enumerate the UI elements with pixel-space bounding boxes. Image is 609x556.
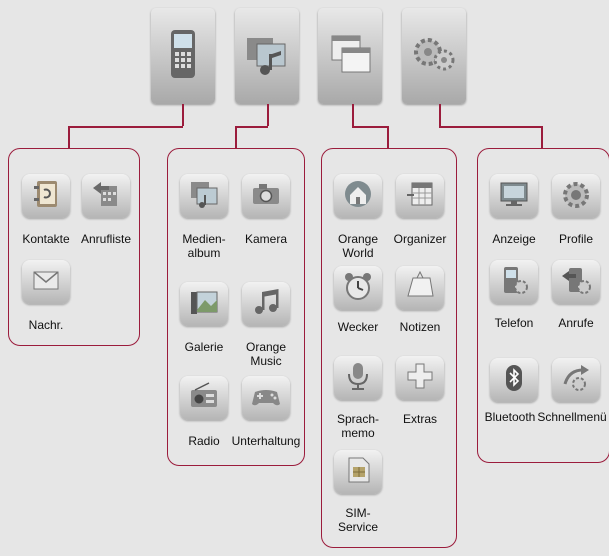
category-tile-media[interactable] — [235, 8, 299, 104]
menu-item-extras[interactable] — [396, 356, 444, 400]
connector — [387, 126, 389, 148]
organizer-windows-icon — [324, 24, 376, 89]
menu-item-sprachmemo[interactable] — [334, 356, 382, 400]
menu-label: Sprach- memo — [336, 412, 380, 440]
menu-label: Orange World — [337, 232, 379, 260]
quick-menu-icon — [559, 362, 593, 399]
connector — [541, 126, 543, 148]
menu-item-wecker[interactable] — [334, 266, 382, 310]
menu-item-schnellmenu[interactable] — [552, 358, 600, 402]
settings-gears-icon — [408, 24, 460, 89]
menu-label: Telefon — [494, 316, 534, 330]
menu-item-profile[interactable] — [552, 174, 600, 218]
group-box-settings — [477, 148, 609, 463]
menu-item-galerie[interactable] — [180, 282, 228, 326]
menu-label: SIM- Service — [337, 506, 378, 534]
menu-label: Medien- album — [182, 232, 226, 260]
gallery-icon — [187, 286, 221, 323]
bluetooth-icon — [497, 362, 531, 399]
menu-item-telefon[interactable] — [490, 260, 538, 304]
menu-item-medienalbum[interactable] — [180, 174, 228, 218]
menu-item-kontakte[interactable] — [22, 174, 70, 218]
menu-item-orange-music[interactable] — [242, 282, 290, 326]
alarm-clock-icon — [341, 270, 375, 307]
connector — [267, 104, 269, 126]
menu-item-nachr[interactable] — [22, 260, 70, 304]
menu-item-organizer[interactable] — [396, 174, 444, 218]
menu-item-anrufe[interactable] — [552, 260, 600, 304]
group-box-media — [167, 148, 305, 466]
category-tile-settings[interactable] — [402, 8, 466, 104]
connector — [352, 126, 388, 128]
gamepad-icon — [249, 380, 283, 417]
menu-item-radio[interactable] — [180, 376, 228, 420]
menu-item-anzeige[interactable] — [490, 174, 538, 218]
menu-label: Kontakte — [22, 232, 70, 246]
menu-label: Wecker — [337, 320, 379, 334]
media-icon — [241, 24, 293, 89]
connector — [68, 126, 70, 148]
monitor-icon — [497, 178, 531, 215]
plus-icon — [403, 360, 437, 397]
phone-settings-icon — [497, 264, 531, 301]
profile-gear-icon — [559, 178, 593, 215]
menu-label: Notizen — [399, 320, 441, 334]
menu-item-bluetooth[interactable] — [490, 358, 538, 402]
menu-label: Unterhaltung — [231, 434, 301, 448]
menu-label: Anrufe — [558, 316, 594, 330]
menu-item-orange-world[interactable] — [334, 174, 382, 218]
call-log-icon — [89, 178, 123, 215]
menu-item-unterhaltung[interactable] — [242, 376, 290, 420]
connector — [182, 104, 184, 126]
menu-label: Anzeige — [492, 232, 536, 246]
category-tile-organizer[interactable] — [318, 8, 382, 104]
connector — [235, 126, 268, 128]
music-icon — [249, 286, 283, 323]
menu-label: Kamera — [244, 232, 288, 246]
menu-item-kamera[interactable] — [242, 174, 290, 218]
group-box-organizer — [321, 148, 457, 548]
microphone-icon — [341, 360, 375, 397]
menu-label: Bluetooth — [484, 410, 536, 424]
media-album-icon — [187, 178, 221, 215]
group-box-contacts — [8, 148, 140, 346]
connector — [439, 104, 441, 126]
address-book-icon — [29, 178, 63, 215]
menu-label: Profile — [558, 232, 593, 246]
calendar-icon — [403, 178, 437, 215]
menu-item-anrufliste[interactable] — [82, 174, 130, 218]
menu-label: Nachr. — [28, 318, 64, 332]
connector — [352, 104, 354, 126]
menu-item-sim-service[interactable] — [334, 450, 382, 494]
category-tile-phone[interactable] — [151, 8, 215, 104]
camera-icon — [249, 178, 283, 215]
menu-label: Extras — [402, 412, 437, 426]
connector — [439, 126, 542, 128]
menu-item-notizen[interactable] — [396, 266, 444, 310]
call-settings-icon — [559, 264, 593, 301]
sim-card-icon — [341, 454, 375, 491]
menu-label: Radio — [188, 434, 220, 448]
radio-icon — [187, 380, 221, 417]
envelope-icon — [29, 264, 63, 301]
menu-label: Organizer — [393, 232, 447, 246]
connector — [235, 126, 237, 148]
menu-label: Orange Music — [245, 340, 287, 368]
menu-label: Anrufliste — [80, 232, 132, 246]
connector — [68, 126, 183, 128]
home-icon — [341, 178, 375, 215]
phone-contacts-icon — [157, 24, 209, 89]
menu-label: Galerie — [184, 340, 224, 354]
menu-label: Schnellmenü — [537, 410, 607, 424]
notepad-icon — [403, 270, 437, 307]
